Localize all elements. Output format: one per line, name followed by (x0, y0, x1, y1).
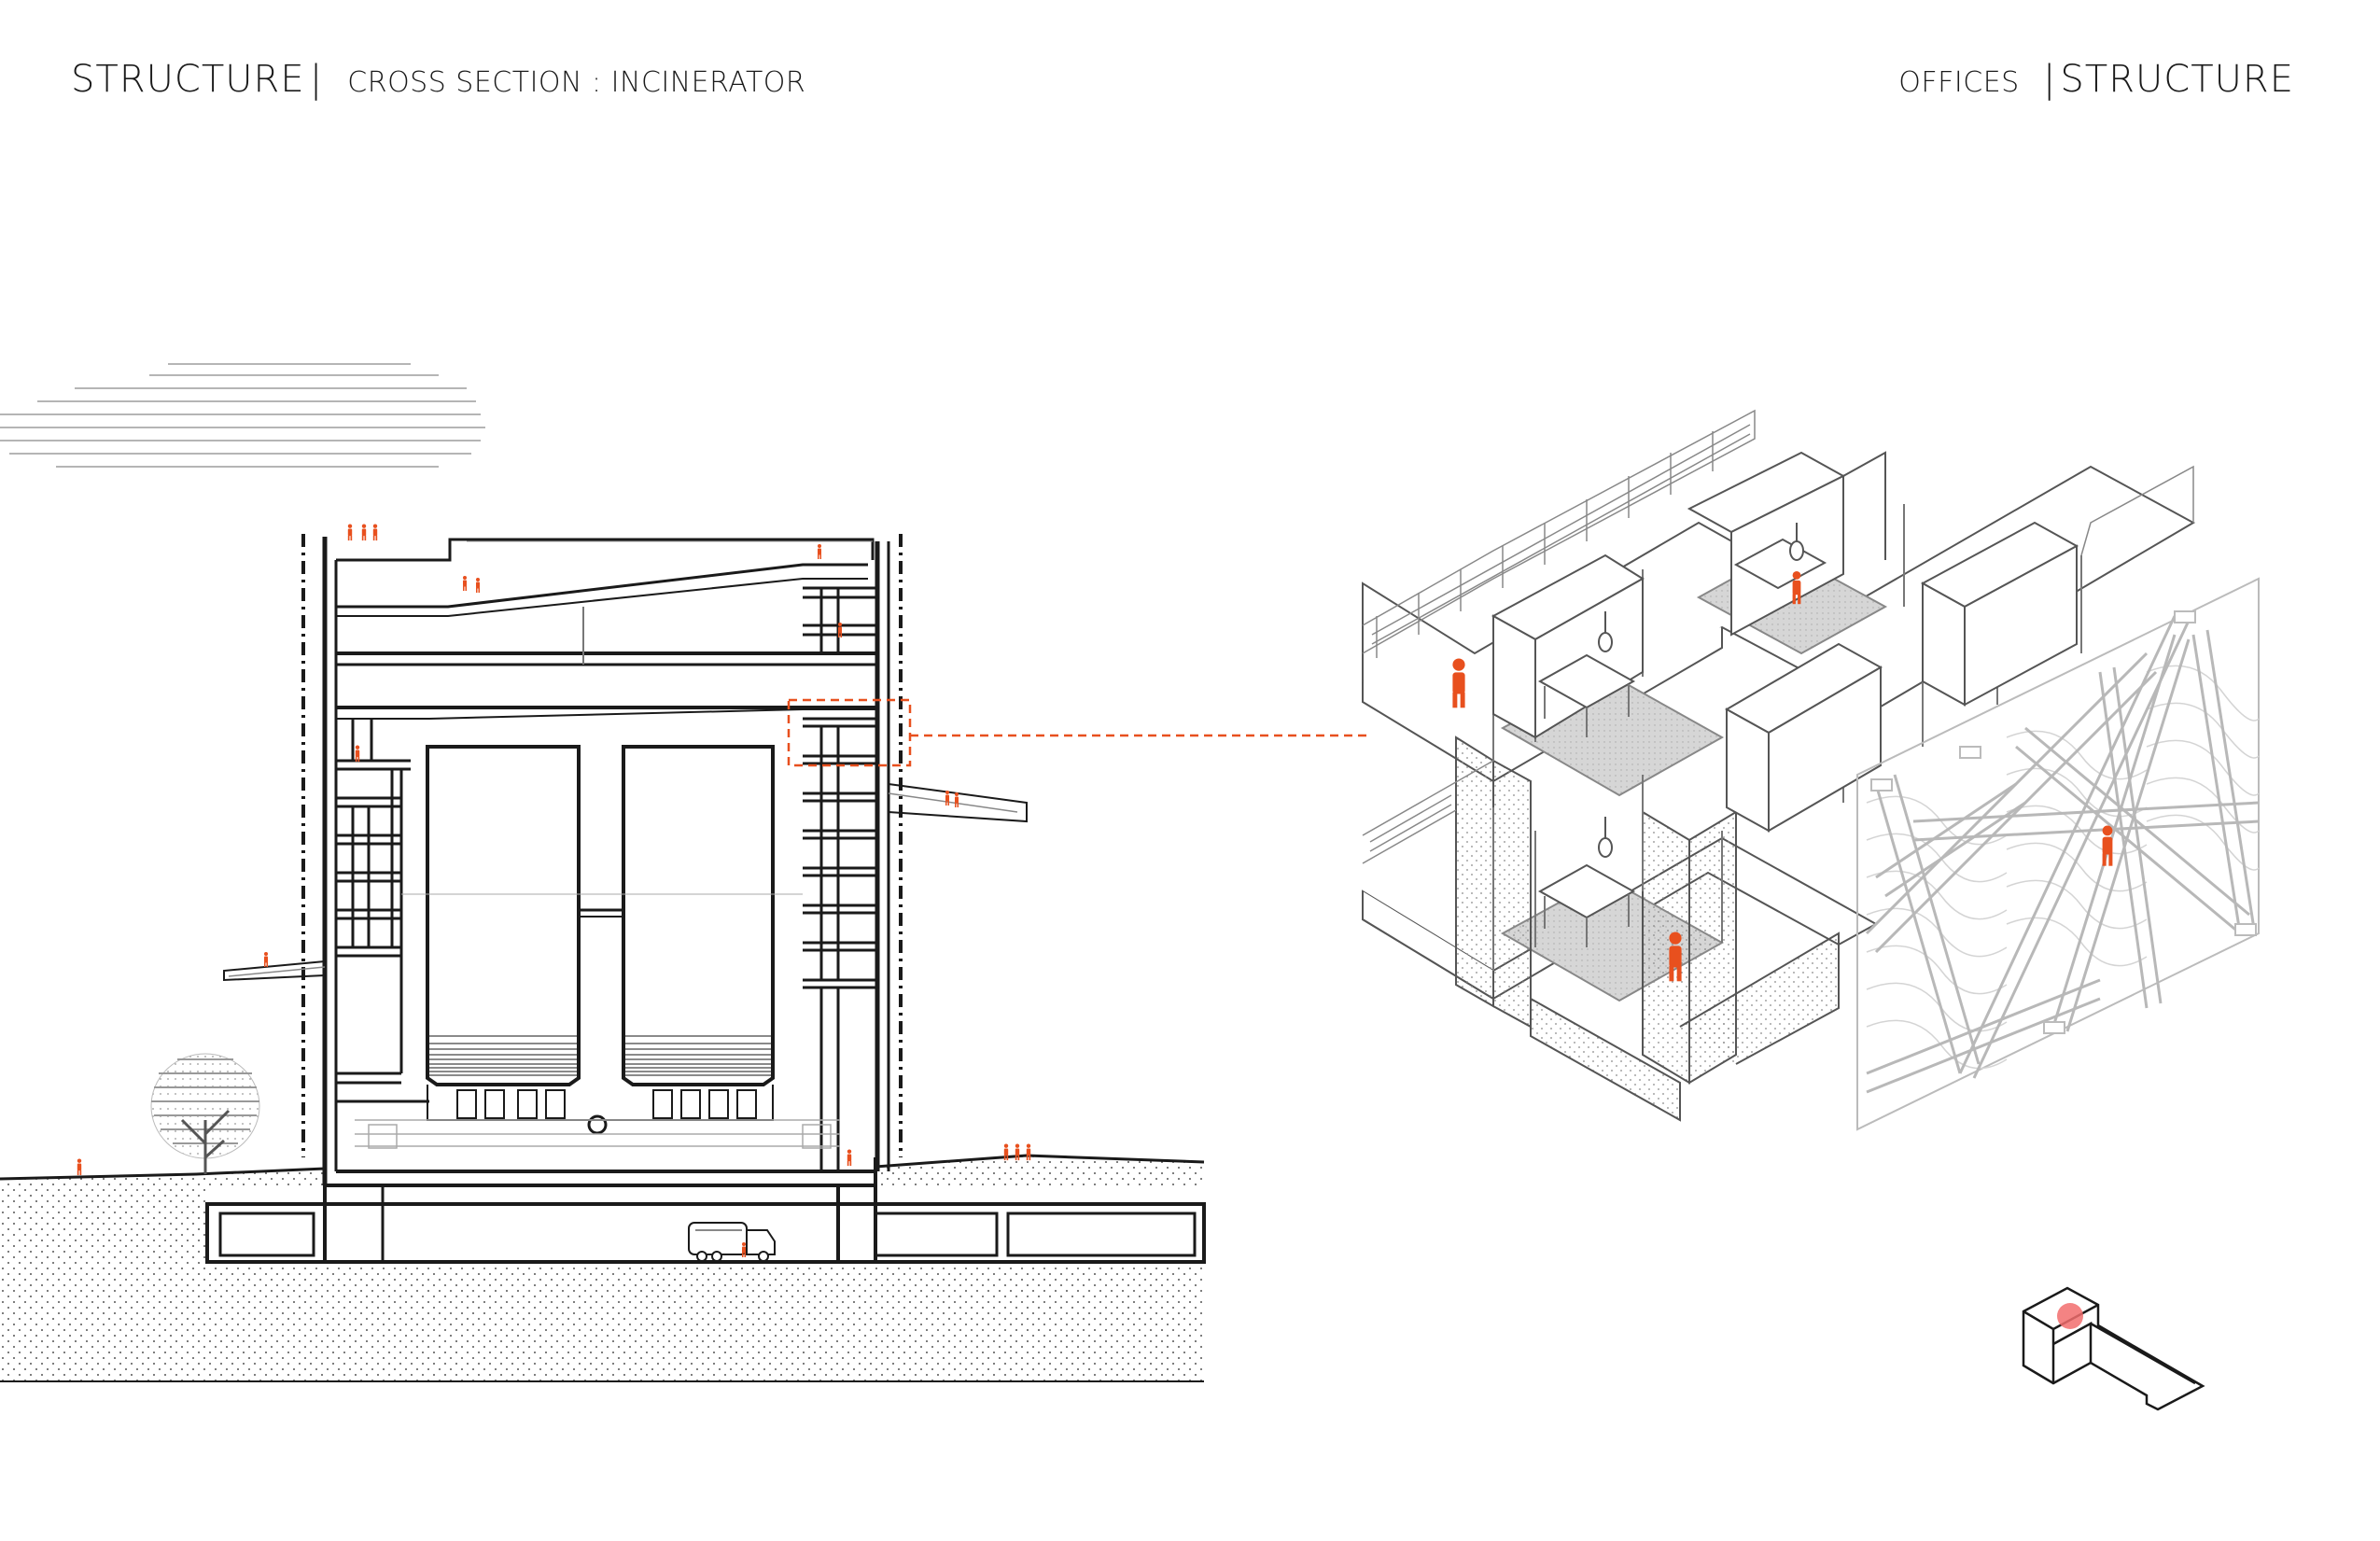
facade-lattice (1856, 577, 2260, 1131)
incinerator-cross-section (223, 534, 1028, 1187)
header-left-separator: | (309, 58, 323, 101)
site-locator-icon (2022, 1286, 2205, 1411)
header-left-main: STRUCTURE (71, 58, 305, 101)
cloud-lines (0, 363, 485, 468)
offices-axonometric (1362, 409, 2196, 1122)
section-ground (0, 1154, 1206, 1382)
truck-icon (688, 1222, 776, 1262)
header-right-main: STRUCTURE (2060, 58, 2294, 101)
header-left-sub: CROSS SECTION : INCINERATOR (347, 66, 806, 99)
detail-callout (787, 698, 1370, 767)
header-right-sub: OFFICES (1898, 66, 2020, 99)
header-right-separator: | (2042, 58, 2056, 101)
header-right: OFFICES | STRUCTURE (1898, 58, 2294, 101)
header-left: STRUCTURE | CROSS SECTION : INCINERATOR (71, 58, 805, 101)
tree-icon (150, 1053, 260, 1174)
